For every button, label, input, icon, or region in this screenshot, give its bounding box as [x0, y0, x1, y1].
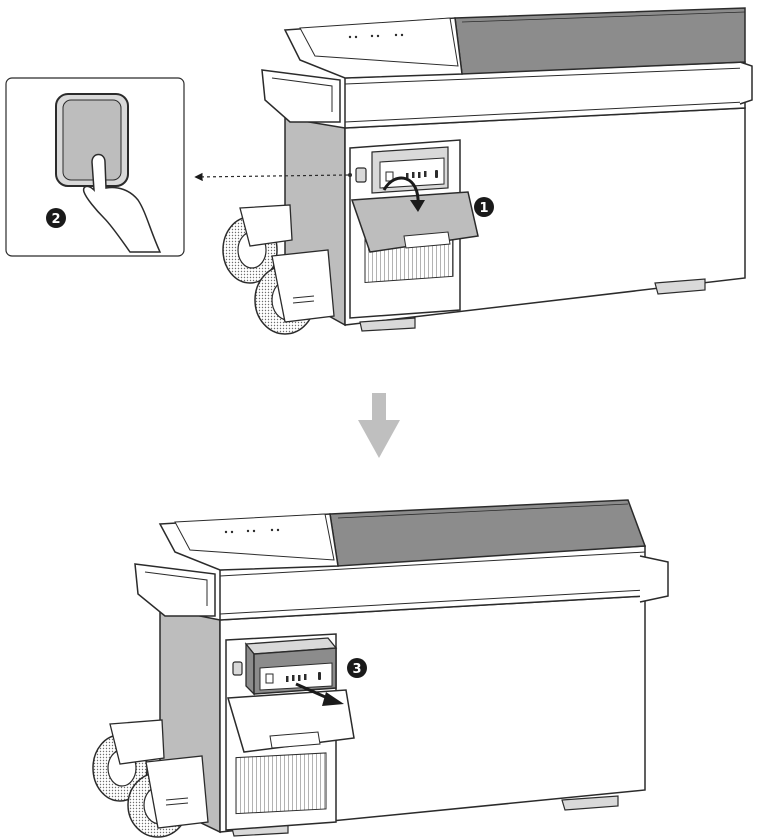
- step-2-number: 2: [51, 212, 60, 227]
- release-button: [348, 167, 367, 183]
- front-wheel-bottom: [127, 755, 209, 838]
- fridge-body-bottom: [134, 499, 669, 837]
- lid-dots-bottom: [224, 528, 280, 534]
- front-wheel: [254, 249, 335, 335]
- step-1-badge: 1: [474, 197, 494, 217]
- down-arrow-icon: [358, 393, 400, 458]
- step-1-number: 1: [479, 201, 488, 216]
- step-3-badge: 3: [347, 658, 367, 678]
- rear-wheel-bottom: [92, 719, 165, 802]
- fridge-body: [261, 7, 753, 332]
- top-illustration: 2 1: [5, 7, 753, 335]
- compartment-cover: [350, 191, 479, 253]
- callout-leader-line: [194, 172, 349, 182]
- pull-arrow-icon: [295, 682, 344, 706]
- battery-pack: [244, 637, 338, 696]
- step-2-badge: 2: [46, 208, 66, 228]
- rear-wheel: [222, 204, 293, 284]
- bottom-illustration: 3: [92, 499, 669, 838]
- finger-press-icon: [82, 153, 162, 253]
- curved-arrow-icon: [382, 176, 425, 212]
- step-3-number: 3: [352, 662, 361, 677]
- inset-callout: 2: [5, 77, 185, 257]
- lid-dots: [348, 33, 404, 39]
